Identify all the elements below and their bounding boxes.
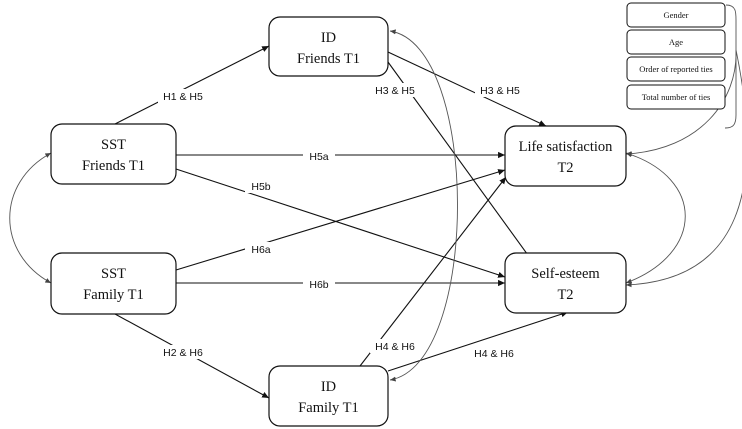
svg-text:H4 & H6: H4 & H6 [375, 341, 415, 353]
covariate-gender-label: Gender [663, 10, 688, 20]
covariate-bracket [724, 4, 737, 129]
covariance-life-satisfaction-self-esteem [625, 152, 686, 284]
svg-text:H5a: H5a [309, 151, 328, 163]
covariate-order-of-reported-ties: Order of reported ties [626, 56, 726, 82]
edge-label-h5a: H5a [303, 149, 335, 163]
edge-label-h4-h6-left: H4 & H6 [370, 339, 420, 353]
path-id-friends-to-life-satisfaction [387, 51, 547, 127]
covariate-age: Age [626, 29, 726, 55]
edge-label-h1-h5: H1 & H5 [158, 89, 208, 103]
node-self-esteem: Self-esteem T2 [504, 252, 627, 314]
path-id-family-to-self-esteem [387, 311, 569, 372]
node-life-satisfaction-line2: T2 [557, 160, 573, 176]
node-sst-friends: SST Friends T1 [50, 123, 177, 185]
node-self-esteem-line1: Self-esteem [531, 266, 600, 282]
covariate-total-number-of-ties: Total number of ties [626, 84, 726, 110]
path-sst-family-to-life-satisfaction [175, 169, 506, 271]
covariate-total-label: Total number of ties [642, 92, 711, 102]
covariate-age-label: Age [669, 37, 683, 47]
svg-text:H4 & H6: H4 & H6 [474, 348, 514, 360]
node-sst-friends-line2: Friends T1 [82, 158, 145, 174]
node-sst-family-line1: SST [101, 266, 126, 282]
svg-text:H6a: H6a [251, 244, 270, 256]
svg-text:H3 & H5: H3 & H5 [480, 85, 520, 97]
node-life-satisfaction-line1: Life satisfaction [519, 139, 614, 155]
edge-label-h6a: H6a [245, 242, 277, 256]
node-sst-family: SST Family T1 [50, 252, 177, 315]
edge-label-h2-h6: H2 & H6 [158, 345, 208, 359]
edge-label-h4-h6-right: H4 & H6 [469, 346, 519, 360]
node-id-friends-line2: Friends T1 [297, 51, 360, 67]
node-id-friends-line1: ID [321, 30, 336, 46]
node-sst-friends-line1: SST [101, 137, 126, 153]
node-self-esteem-line2: T2 [557, 287, 573, 303]
node-id-family-line1: ID [321, 379, 336, 395]
path-sst-friends-to-id-friends [114, 45, 270, 125]
svg-text:H1 & H5: H1 & H5 [163, 91, 203, 103]
node-id-family-line2: Family T1 [298, 400, 359, 416]
svg-text:H3 & H5: H3 & H5 [375, 85, 415, 97]
edge-label-h6b: H6b [303, 277, 335, 291]
edge-label-h5b: H5b [245, 179, 277, 193]
covariance-sst-friends-sst-family [9, 152, 52, 284]
edge-label-h3-h5-left: H3 & H5 [370, 83, 420, 97]
covariance-id-friends-id-family [389, 29, 458, 382]
node-sst-family-line2: Family T1 [83, 287, 144, 303]
node-life-satisfaction: Life satisfaction T2 [504, 125, 627, 187]
svg-text:H2 & H6: H2 & H6 [163, 347, 203, 359]
node-id-friends: ID Friends T1 [268, 16, 389, 77]
covariate-to-life-satisfaction [625, 49, 737, 157]
svg-text:H5b: H5b [251, 181, 270, 193]
node-id-family: ID Family T1 [268, 365, 389, 427]
edge-label-h3-h5-right: H3 & H5 [475, 83, 525, 97]
path-id-family-to-life-satisfaction [359, 176, 507, 367]
covariate-order-label: Order of reported ties [639, 64, 712, 74]
path-id-friends-to-self-esteem [387, 61, 547, 281]
covariate-to-self-esteem [625, 49, 742, 288]
path-sst-friends-to-self-esteem [175, 168, 506, 278]
svg-text:H6b: H6b [309, 279, 328, 291]
covariate-gender: Gender [626, 2, 726, 28]
